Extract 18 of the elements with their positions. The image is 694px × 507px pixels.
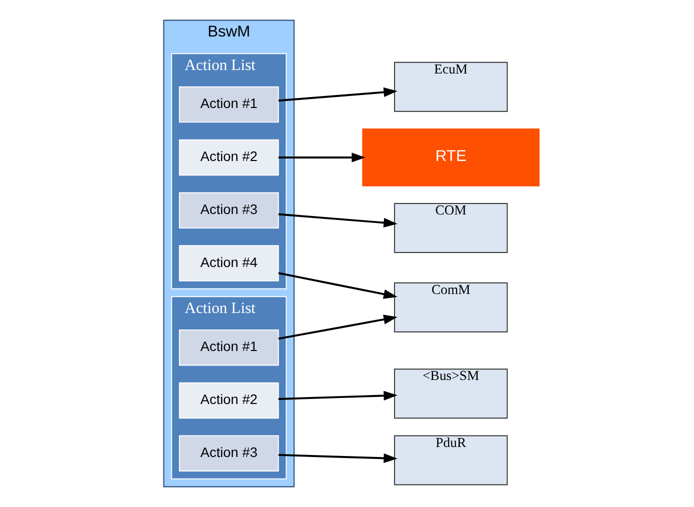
arrow <box>278 152 365 162</box>
arrow <box>278 390 397 400</box>
node-box: Action #4 <box>178 245 278 282</box>
arrow <box>278 213 397 228</box>
node-box: <Bus>SM <box>394 368 508 419</box>
arrow <box>278 87 397 102</box>
node-box: Action #3 <box>178 435 278 472</box>
node-box: COM <box>394 203 508 254</box>
arrow <box>278 453 397 463</box>
node-box: ComM <box>394 282 508 332</box>
node-box: Action #3 <box>178 192 278 229</box>
node-box: Action #1 <box>178 329 278 366</box>
node-box: Action #1 <box>178 86 278 123</box>
node-box: Action #2 <box>178 139 278 176</box>
node-box: PduR <box>394 435 508 486</box>
node-box: RTE <box>362 128 540 186</box>
node-box: Action #2 <box>178 382 278 419</box>
node-box: EcuM <box>394 62 508 112</box>
